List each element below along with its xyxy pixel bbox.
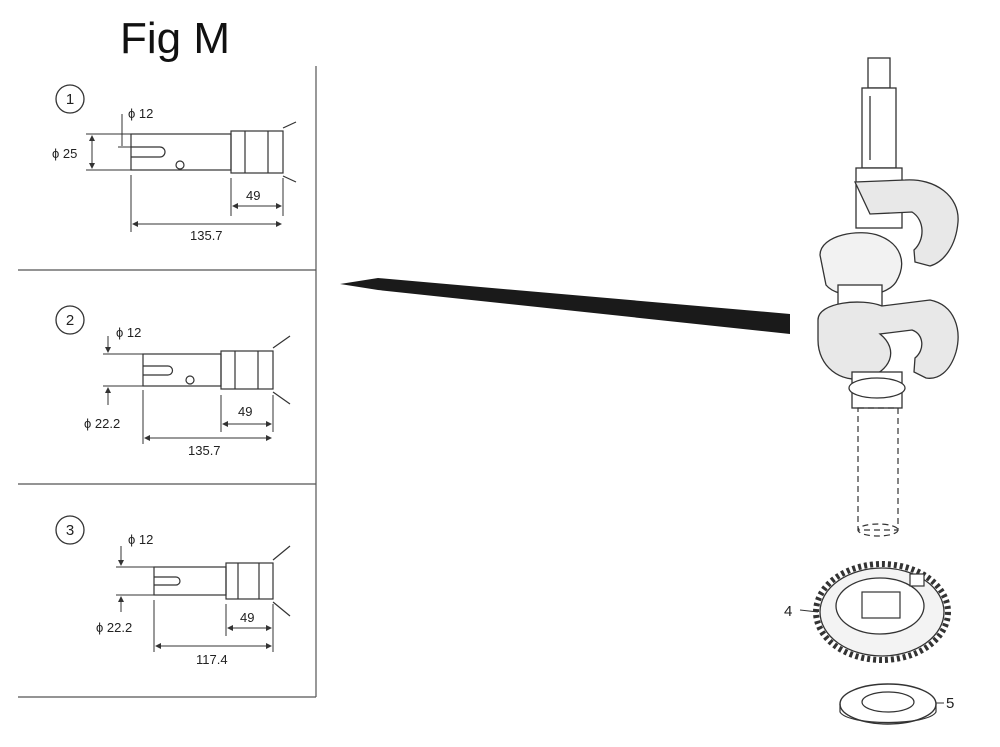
variant-3-index-badge: 3 [55,515,85,545]
variant-3-bore-label: ϕ 12 [128,532,153,547]
figure-title: Fig M [120,14,230,63]
pointer-arrow [340,278,790,334]
variant-3-short-length: 49 [240,610,254,625]
variant-1-total-length: 135.7 [190,228,223,243]
variant-3-dimensions [116,546,274,652]
variant-1-dimensions [86,114,284,232]
timing-gear [813,561,951,663]
variant-2-total-length: 135.7 [188,443,221,458]
variant-2-index-badge: 2 [55,305,85,335]
gear-callout: 4 [784,603,819,620]
variant-2: 2 ϕ 12 ϕ 22.2 49 135.7 [55,305,291,458]
lower-shaft-hidden [857,407,899,537]
washer [839,683,937,725]
gear-callout-number: 4 [784,603,792,620]
crankshaft-assembly [817,57,959,409]
variant-1-bore-label: ϕ 12 [128,106,153,121]
variant-2-bore-label: ϕ 12 [116,325,141,340]
panel-frame [18,66,317,698]
variant-2-short-length: 49 [238,404,252,419]
variant-1-shaft-label: ϕ 25 [52,146,77,161]
variant-2-index: 2 [66,312,74,329]
variant-2-shaft-drawing [142,335,291,405]
variant-3-shaft-drawing [153,545,291,617]
variant-1-index-badge: 1 [55,84,85,114]
variant-3-total-length: 117.4 [196,652,228,667]
variant-2-shaft-label: ϕ 22.2 [84,416,120,431]
washer-callout-number: 5 [946,695,954,712]
variant-3-index: 3 [66,522,74,539]
variant-1-shaft-drawing [130,121,297,183]
variant-3-shaft-label: ϕ 22.2 [96,620,132,635]
washer-callout: 5 [936,695,954,712]
variant-1-short-length: 49 [246,188,260,203]
variant-2-dimensions [103,336,274,444]
variant-1: 1 ϕ 12 ϕ 25 49 135. [52,84,297,243]
variant-1-index: 1 [66,91,74,108]
variant-3: 3 ϕ 12 ϕ 22.2 49 117.4 [55,515,291,667]
